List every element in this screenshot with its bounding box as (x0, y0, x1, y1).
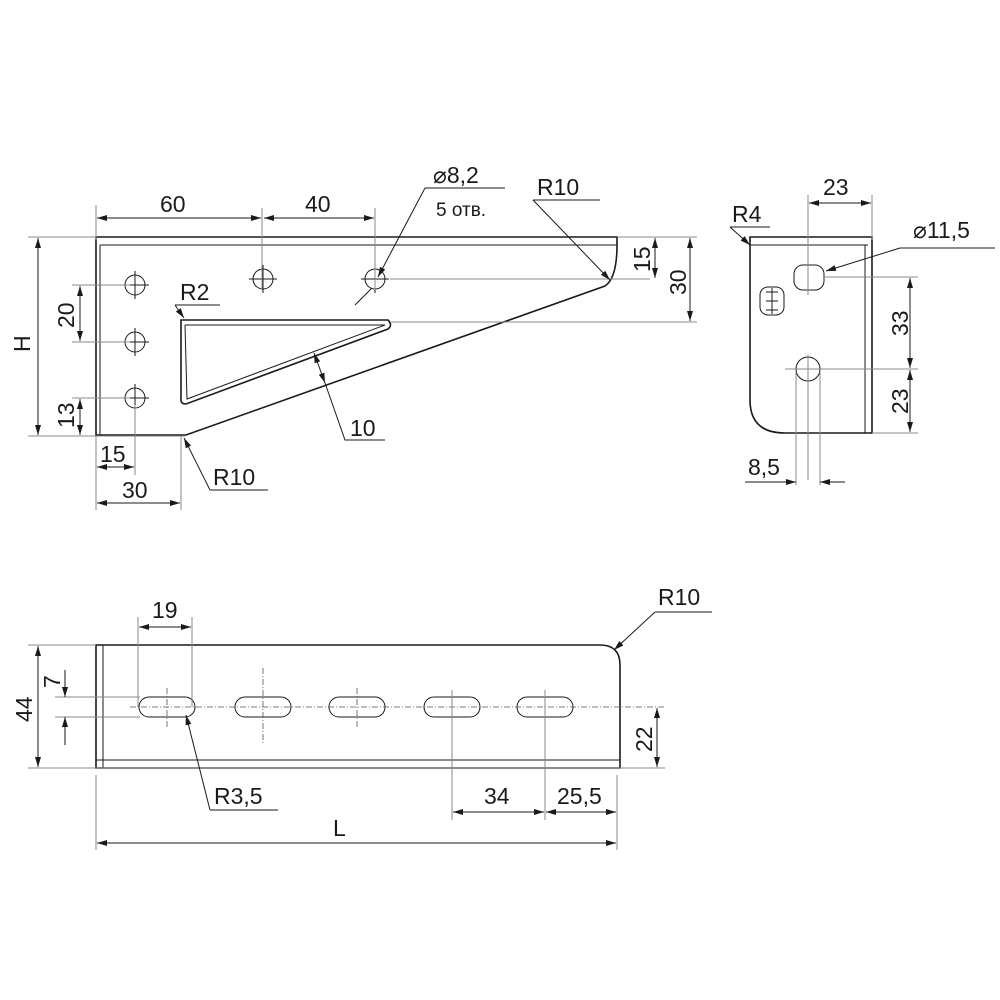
dim-30-bottom: 30 (122, 477, 148, 503)
hole-diameter-label: ⌀8,2 (433, 162, 479, 188)
dim-13: 13 (53, 402, 79, 428)
dim-25-5: 25,5 (557, 783, 602, 809)
rib-width-label: 10 (350, 415, 376, 441)
height-label: H (9, 335, 35, 352)
dim-60: 60 (160, 191, 186, 217)
dim-20: 20 (53, 302, 79, 328)
radius-corner-label: R10 (658, 584, 700, 610)
radius-top-label: R10 (537, 174, 579, 200)
dim-23-top: 23 (823, 174, 849, 200)
dim-44: 44 (11, 696, 37, 722)
radius-r4-label: R4 (732, 201, 762, 227)
side-view: 23 R4 ⌀11,5 33 23 8,5 (729, 174, 995, 485)
base-outline (95, 644, 621, 769)
dim-33: 33 (887, 310, 913, 336)
rib-cutout (180, 319, 392, 405)
dim-8-5: 8,5 (748, 454, 780, 480)
dim-34: 34 (484, 783, 510, 809)
front-view: 60 40 ⌀8,2 5 отв. R10 15 30 R2 10 H 20 1… (9, 162, 697, 510)
side-outline (749, 236, 873, 434)
bottom-view: 19 7 44 22 R3,5 34 25,5 L R10 (11, 584, 712, 850)
hole-count-label: 5 отв. (436, 200, 486, 221)
radius-slot-label: R3,5 (214, 783, 263, 809)
slots (130, 668, 665, 745)
radius-r2-label: R2 (180, 279, 209, 305)
dim-15-bottom: 15 (100, 441, 126, 467)
weld-mark-icon (759, 286, 785, 316)
dim-19: 19 (152, 597, 178, 623)
slot-hole (793, 264, 825, 291)
length-label: L (333, 815, 346, 841)
dim-7: 7 (39, 675, 65, 688)
dim-22: 22 (631, 726, 657, 752)
dim-40: 40 (305, 191, 331, 217)
dim-30-right: 30 (665, 269, 691, 295)
dim-23-right: 23 (887, 388, 913, 414)
dim-15-right: 15 (629, 246, 655, 272)
radius-bottom-label: R10 (213, 464, 255, 490)
hole-diameter-side: ⌀11,5 (913, 217, 970, 243)
